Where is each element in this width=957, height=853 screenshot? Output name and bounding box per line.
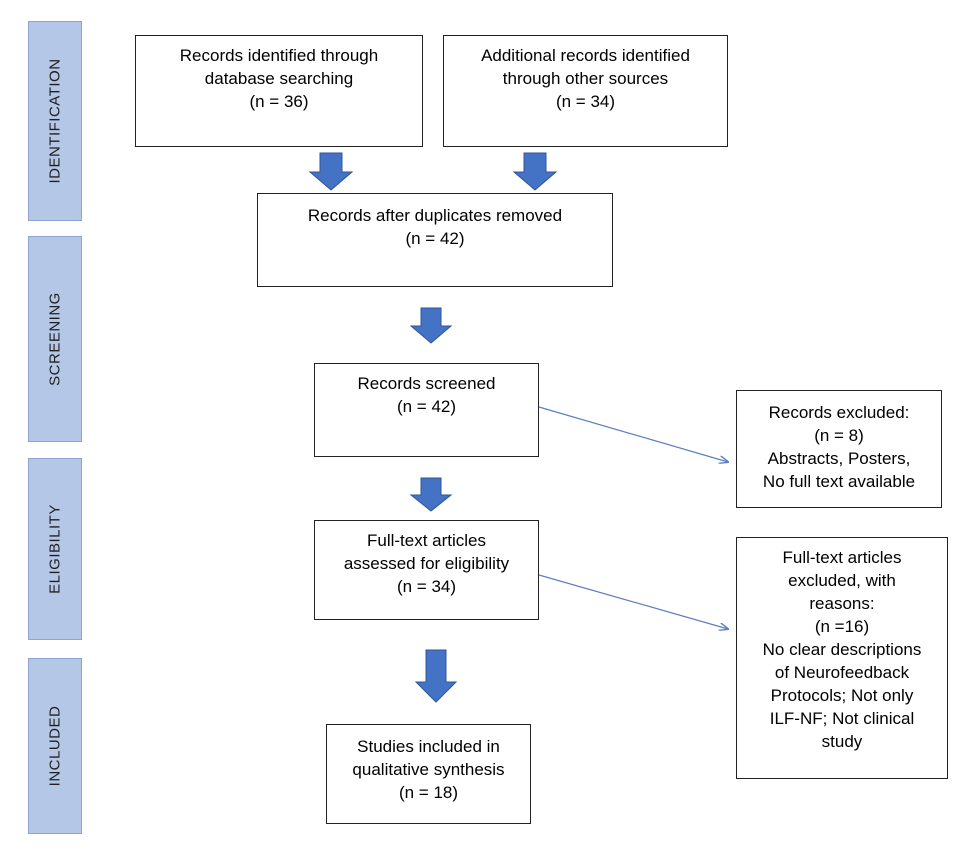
down-arrow-icon: [409, 307, 453, 344]
box-line: Additional records identified: [481, 46, 690, 65]
phase-eligibility: ELIGIBILITY: [28, 458, 82, 640]
box-line: through other sources: [502, 69, 669, 88]
box-line: (n =16): [814, 617, 870, 636]
box-database-search: Records identified through database sear…: [135, 35, 423, 147]
box-line: Abstracts, Posters,: [767, 449, 911, 468]
box-line: (n = 18): [398, 783, 459, 802]
box-line: Records identified through: [179, 46, 379, 65]
box-records-screened: Records screened (n = 42): [314, 363, 539, 457]
box-line: Records after duplicates removed: [307, 206, 563, 225]
box-line: assessed for eligibility: [343, 554, 510, 573]
box-line: (n = 42): [405, 229, 465, 248]
box-records-excluded: Records excluded: (n = 8) Abstracts, Pos…: [736, 390, 942, 508]
box-line: Studies included in: [357, 737, 500, 756]
phase-included: INCLUDED: [28, 658, 82, 834]
box-full-text-assessed: Full-text articles assessed for eligibil…: [314, 520, 539, 620]
box-line: Full-text articles: [366, 531, 487, 550]
box-line: Records screened: [357, 374, 496, 393]
box-line: (n = 34): [396, 577, 457, 596]
box-full-text-excluded: Full-text articles excluded, with reason…: [736, 537, 948, 779]
phase-screening: SCREENING: [28, 236, 82, 442]
down-arrow-icon: [414, 649, 458, 703]
box-other-sources: Additional records identified through ot…: [443, 35, 728, 147]
box-line: (n = 34): [555, 92, 616, 111]
box-line: (n = 36): [249, 92, 309, 111]
box-line: of Neurofeedback: [774, 663, 910, 682]
box-line: No full text available: [762, 472, 916, 491]
down-arrow-icon: [512, 152, 558, 191]
exclusion-connector: [538, 574, 728, 629]
box-line: Protocols; Not only: [770, 686, 914, 705]
box-line: No clear descriptions: [762, 640, 922, 659]
down-arrow-icon: [409, 477, 453, 512]
box-line: Records excluded:: [768, 403, 910, 422]
box-line: (n = 8): [814, 426, 864, 445]
box-line: (n = 42): [396, 397, 457, 416]
box-line: reasons:: [809, 594, 875, 613]
exclusion-connector: [538, 406, 728, 462]
box-line: qualitative synthesis: [352, 760, 505, 779]
box-line: excluded, with: [788, 571, 896, 590]
box-line: ILF-NF; Not clinical: [769, 709, 915, 728]
box-studies-included: Studies included in qualitative synthesi…: [326, 724, 531, 824]
box-line: database searching: [204, 69, 354, 88]
box-line: Full-text articles: [782, 548, 902, 567]
box-line: study: [821, 732, 863, 751]
phase-identification: IDENTIFICATION: [28, 21, 82, 221]
down-arrow-icon: [308, 152, 354, 191]
box-duplicates-removed: Records after duplicates removed (n = 42…: [257, 193, 613, 287]
